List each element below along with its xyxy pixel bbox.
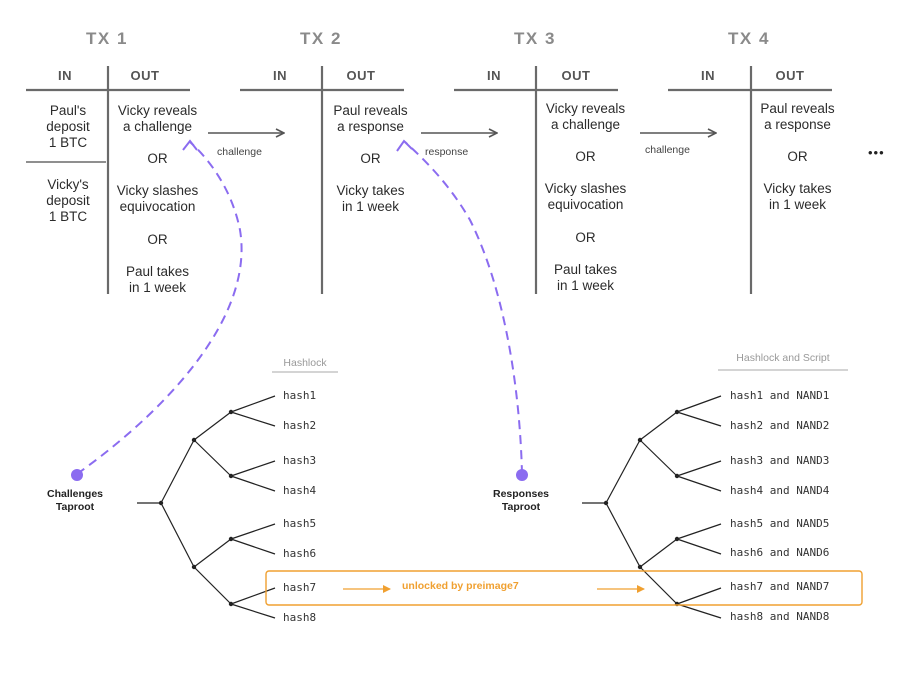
responses-leaf-6: hash6 and NAND6 [730, 546, 830, 559]
tx1-output-vicky-reveals-challenge: Vicky reveals a challenge [117, 103, 198, 134]
tx1-out-header: OUT [130, 68, 160, 83]
tx1-output-vicky-slashes: Vicky slashes equivocation [116, 183, 199, 214]
unlock-highlight-box [265, 570, 863, 606]
tx4-or-1: OR [787, 149, 808, 164]
responses-leaf-4: hash4 and NAND4 [730, 484, 830, 497]
challenges-leaf-hash6: hash6 [283, 547, 317, 560]
arrow-label-response: response [425, 146, 469, 158]
tx1-or-1: OR [147, 151, 168, 166]
tx3-or-2: OR [575, 230, 596, 245]
challenges-tree-header: Hashlock [283, 357, 327, 369]
arrow-label-challenge-1: challenge [217, 146, 262, 158]
challenges-leaf-hash8: hash8 [283, 611, 317, 624]
challenges-leaf-hash1: hash1 [283, 389, 317, 402]
tx4-output-paul-reveals-response: Paul reveals a response [760, 101, 835, 132]
tx3-output-vicky-slashes: Vicky slashes equivocation [544, 181, 627, 212]
tx2-title: TX 2 [300, 29, 342, 48]
responses-root-dot [516, 469, 528, 481]
responses-leaf-5: hash5 and NAND5 [730, 517, 830, 530]
tx2-in-header: IN [273, 68, 287, 83]
responses-leaf-8: hash8 and NAND8 [730, 610, 830, 623]
responses-leaf-1: hash1 and NAND1 [730, 389, 830, 402]
dashed-link-responses [404, 141, 523, 475]
arrow-label-challenge-2: challenge [645, 144, 690, 156]
tx3-output-paul-takes: Paul takes in 1 week [553, 262, 618, 293]
responses-tree [582, 395, 722, 619]
challenges-leaf-hash7: hash7 [283, 581, 317, 594]
tx3-out-header: OUT [561, 68, 591, 83]
tx4-out-header: OUT [775, 68, 805, 83]
tx4-output-vicky-takes: Vicky takes in 1 week [763, 181, 832, 212]
responses-leaf-2: hash2 and NAND2 [730, 419, 830, 432]
tx3-title: TX 3 [514, 29, 556, 48]
tx1-in-header: IN [58, 68, 72, 83]
tx2-output-vicky-takes: Vicky takes in 1 week [336, 183, 405, 214]
challenges-leaf-hash3: hash3 [283, 454, 317, 467]
challenges-taproot-label: Challenges Taproot [46, 488, 104, 513]
responses-leaf-7: hash7 and NAND7 [730, 580, 830, 593]
tx1-title: TX 1 [86, 29, 128, 48]
dashed-link-challenges-head [182, 139, 198, 151]
tx4-title: TX 4 [728, 29, 770, 48]
tx1-or-2: OR [147, 232, 168, 247]
tx3-in-header: IN [487, 68, 501, 83]
tx1-input-paul-deposit: Paul's deposit 1 BTC [46, 103, 90, 150]
tx2-or-1: OR [360, 151, 381, 166]
tx4-in-header: IN [701, 68, 715, 83]
tx3-output-vicky-reveals-challenge: Vicky reveals a challenge [545, 101, 626, 132]
dashed-link-challenges [76, 141, 243, 475]
unlocked-by-preimage7-label: unlocked by preimage7 [402, 580, 519, 592]
more-transactions-ellipsis: ••• [868, 145, 885, 160]
challenges-leaf-hash5: hash5 [283, 517, 317, 530]
tx1-output-paul-takes: Paul takes in 1 week [125, 264, 190, 295]
tx1-input-vicky-deposit: Vicky's deposit 1 BTC [46, 177, 90, 224]
challenges-tree [137, 395, 276, 619]
tx3-or-1: OR [575, 149, 596, 164]
challenges-leaf-hash2: hash2 [283, 419, 317, 432]
responses-leaf-3: hash3 and NAND3 [730, 454, 830, 467]
dashed-link-responses-head [396, 139, 413, 152]
tx2-output-paul-reveals-response: Paul reveals a response [333, 103, 408, 134]
responses-taproot-label: Responses Taproot [492, 488, 550, 513]
challenges-root-dot [71, 469, 83, 481]
tx2-out-header: OUT [346, 68, 376, 83]
responses-tree-header: Hashlock and Script [736, 352, 830, 364]
challenges-leaf-hash4: hash4 [283, 484, 317, 497]
